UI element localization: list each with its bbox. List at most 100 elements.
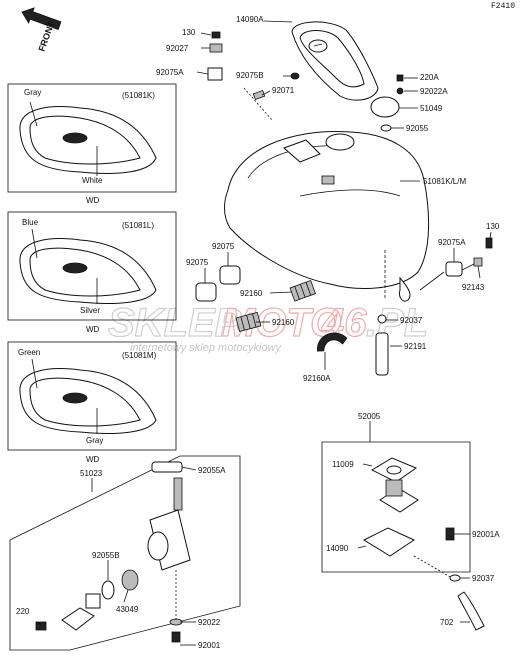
label-220a: 220A bbox=[420, 73, 439, 82]
front-arrow bbox=[21, 7, 62, 30]
watermark-tagline: internetowy sklep motocyklowy bbox=[130, 342, 283, 354]
label-92027: 92027 bbox=[166, 44, 189, 53]
label-130-top: 130 bbox=[182, 28, 196, 37]
variant-m-color-bottom: Gray bbox=[86, 436, 103, 445]
label-14090a: 14090A bbox=[236, 15, 264, 24]
variant-l-note: WD bbox=[86, 325, 100, 334]
lever-43049 bbox=[121, 569, 139, 591]
pump-body bbox=[385, 479, 403, 497]
collar-92143 bbox=[473, 257, 483, 267]
label-92160-upper: 92160 bbox=[240, 289, 263, 298]
label-92055a: 92055A bbox=[198, 466, 226, 475]
tank-graphic-m bbox=[29, 377, 141, 427]
label-92160a: 92160A bbox=[303, 374, 331, 383]
oring-92055b bbox=[101, 580, 115, 600]
label-92037-upper: 92037 bbox=[400, 316, 423, 325]
bolt-92001 bbox=[171, 631, 181, 643]
variant-m: Green (51081M) Gray WD bbox=[7, 341, 177, 464]
variant-l-color-bottom: Silver bbox=[80, 306, 100, 315]
filter-92055a bbox=[151, 461, 183, 473]
label-92075a-right: 92075A bbox=[438, 238, 466, 247]
cover-gauge bbox=[308, 39, 328, 53]
label-92075-1: 92075 bbox=[186, 258, 209, 267]
tank-drain bbox=[399, 276, 411, 302]
label-92055b: 92055B bbox=[92, 551, 120, 560]
damper-92075-2 bbox=[219, 265, 241, 285]
bolt-130-top bbox=[211, 31, 221, 39]
variant-m-note: WD bbox=[86, 455, 100, 464]
label-92075b: 92075B bbox=[236, 71, 264, 80]
label-92160-lower: 92160 bbox=[272, 318, 295, 327]
screw-220a bbox=[396, 74, 404, 82]
label-11009: 11009 bbox=[332, 460, 354, 469]
label-702: 702 bbox=[440, 618, 454, 627]
variant-l: Blue (51081L) Silver WD bbox=[7, 211, 177, 334]
hose-702 bbox=[457, 591, 485, 631]
bolt-130-right bbox=[485, 237, 493, 249]
label-92143: 92143 bbox=[462, 283, 485, 292]
screw-220 bbox=[35, 621, 47, 631]
tank-cap-ring bbox=[325, 133, 355, 151]
tank-emblem-k bbox=[62, 132, 88, 144]
label-52005: 52005 bbox=[358, 412, 381, 421]
clip-92071 bbox=[252, 89, 266, 101]
petcock-frame bbox=[9, 455, 241, 651]
label-14090: 14090 bbox=[326, 544, 349, 553]
fuel-pump-frame bbox=[321, 441, 471, 573]
fuel-tank bbox=[224, 131, 445, 302]
variant-k-color-top: Gray bbox=[24, 88, 41, 97]
diagram-code: F2410 bbox=[491, 2, 515, 11]
clip-92037-lower bbox=[449, 574, 461, 582]
label-220: 220 bbox=[16, 607, 30, 616]
leader-lines bbox=[35, 20, 492, 646]
damper-92075-1 bbox=[195, 282, 217, 302]
cap-piece bbox=[85, 593, 101, 609]
petcock-box bbox=[9, 455, 241, 651]
bushing-92027 bbox=[209, 43, 223, 53]
gauge-51049 bbox=[370, 96, 400, 118]
grommet-92075a-right bbox=[445, 261, 463, 277]
oring-92055 bbox=[380, 124, 392, 132]
variant-k: Gray (51081K) White WD bbox=[7, 83, 177, 205]
pipe-92191 bbox=[375, 332, 389, 376]
label-92075-2: 92075 bbox=[212, 242, 235, 251]
variant-k-color-bottom: White bbox=[82, 176, 103, 185]
damper-92160-upper bbox=[289, 279, 316, 302]
washer-92022a bbox=[396, 87, 404, 95]
plate bbox=[61, 607, 95, 631]
label-92191: 92191 bbox=[404, 342, 427, 351]
variant-m-color-top: Green bbox=[18, 348, 40, 357]
petcock-tube bbox=[173, 477, 183, 511]
tank-body bbox=[224, 131, 430, 289]
label-92071: 92071 bbox=[272, 86, 295, 95]
label-92022: 92022 bbox=[198, 618, 221, 627]
bolt-92001a bbox=[445, 527, 455, 541]
tank-graphic-l bbox=[29, 247, 141, 297]
tank-emblem-l bbox=[62, 262, 88, 274]
label-51081klm: 51081K/L/M bbox=[423, 177, 466, 186]
grommet-92075b bbox=[290, 72, 300, 80]
tank-cover bbox=[291, 21, 379, 101]
watermark: SKLEP MOTO 46 .PL internetowy sklep moto… bbox=[107, 300, 428, 354]
variant-m-part: (51081M) bbox=[122, 351, 157, 360]
fuel-pump-box bbox=[321, 441, 471, 573]
label-92022a: 92022A bbox=[420, 87, 448, 96]
bracket-14090 bbox=[362, 527, 416, 557]
tank-opening bbox=[283, 139, 321, 163]
tank-tab bbox=[321, 175, 335, 185]
label-130-right: 130 bbox=[486, 222, 500, 231]
label-43049: 43049 bbox=[116, 605, 139, 614]
variant-k-frame bbox=[7, 83, 177, 193]
damper-92160a bbox=[317, 332, 348, 352]
grommet-92075a-top bbox=[207, 67, 223, 81]
label-92037-lower: 92037 bbox=[472, 574, 495, 583]
label-92055: 92055 bbox=[406, 124, 429, 133]
watermark-brand-a: SKLEP bbox=[108, 301, 242, 345]
damper-92160-lower bbox=[235, 311, 262, 333]
front-label: FRONT bbox=[36, 20, 56, 53]
variant-k-note: WD bbox=[86, 196, 100, 205]
clip-92037-upper bbox=[377, 314, 387, 324]
tank-emblem-m bbox=[62, 392, 88, 404]
variant-l-part: (51081L) bbox=[122, 221, 154, 230]
